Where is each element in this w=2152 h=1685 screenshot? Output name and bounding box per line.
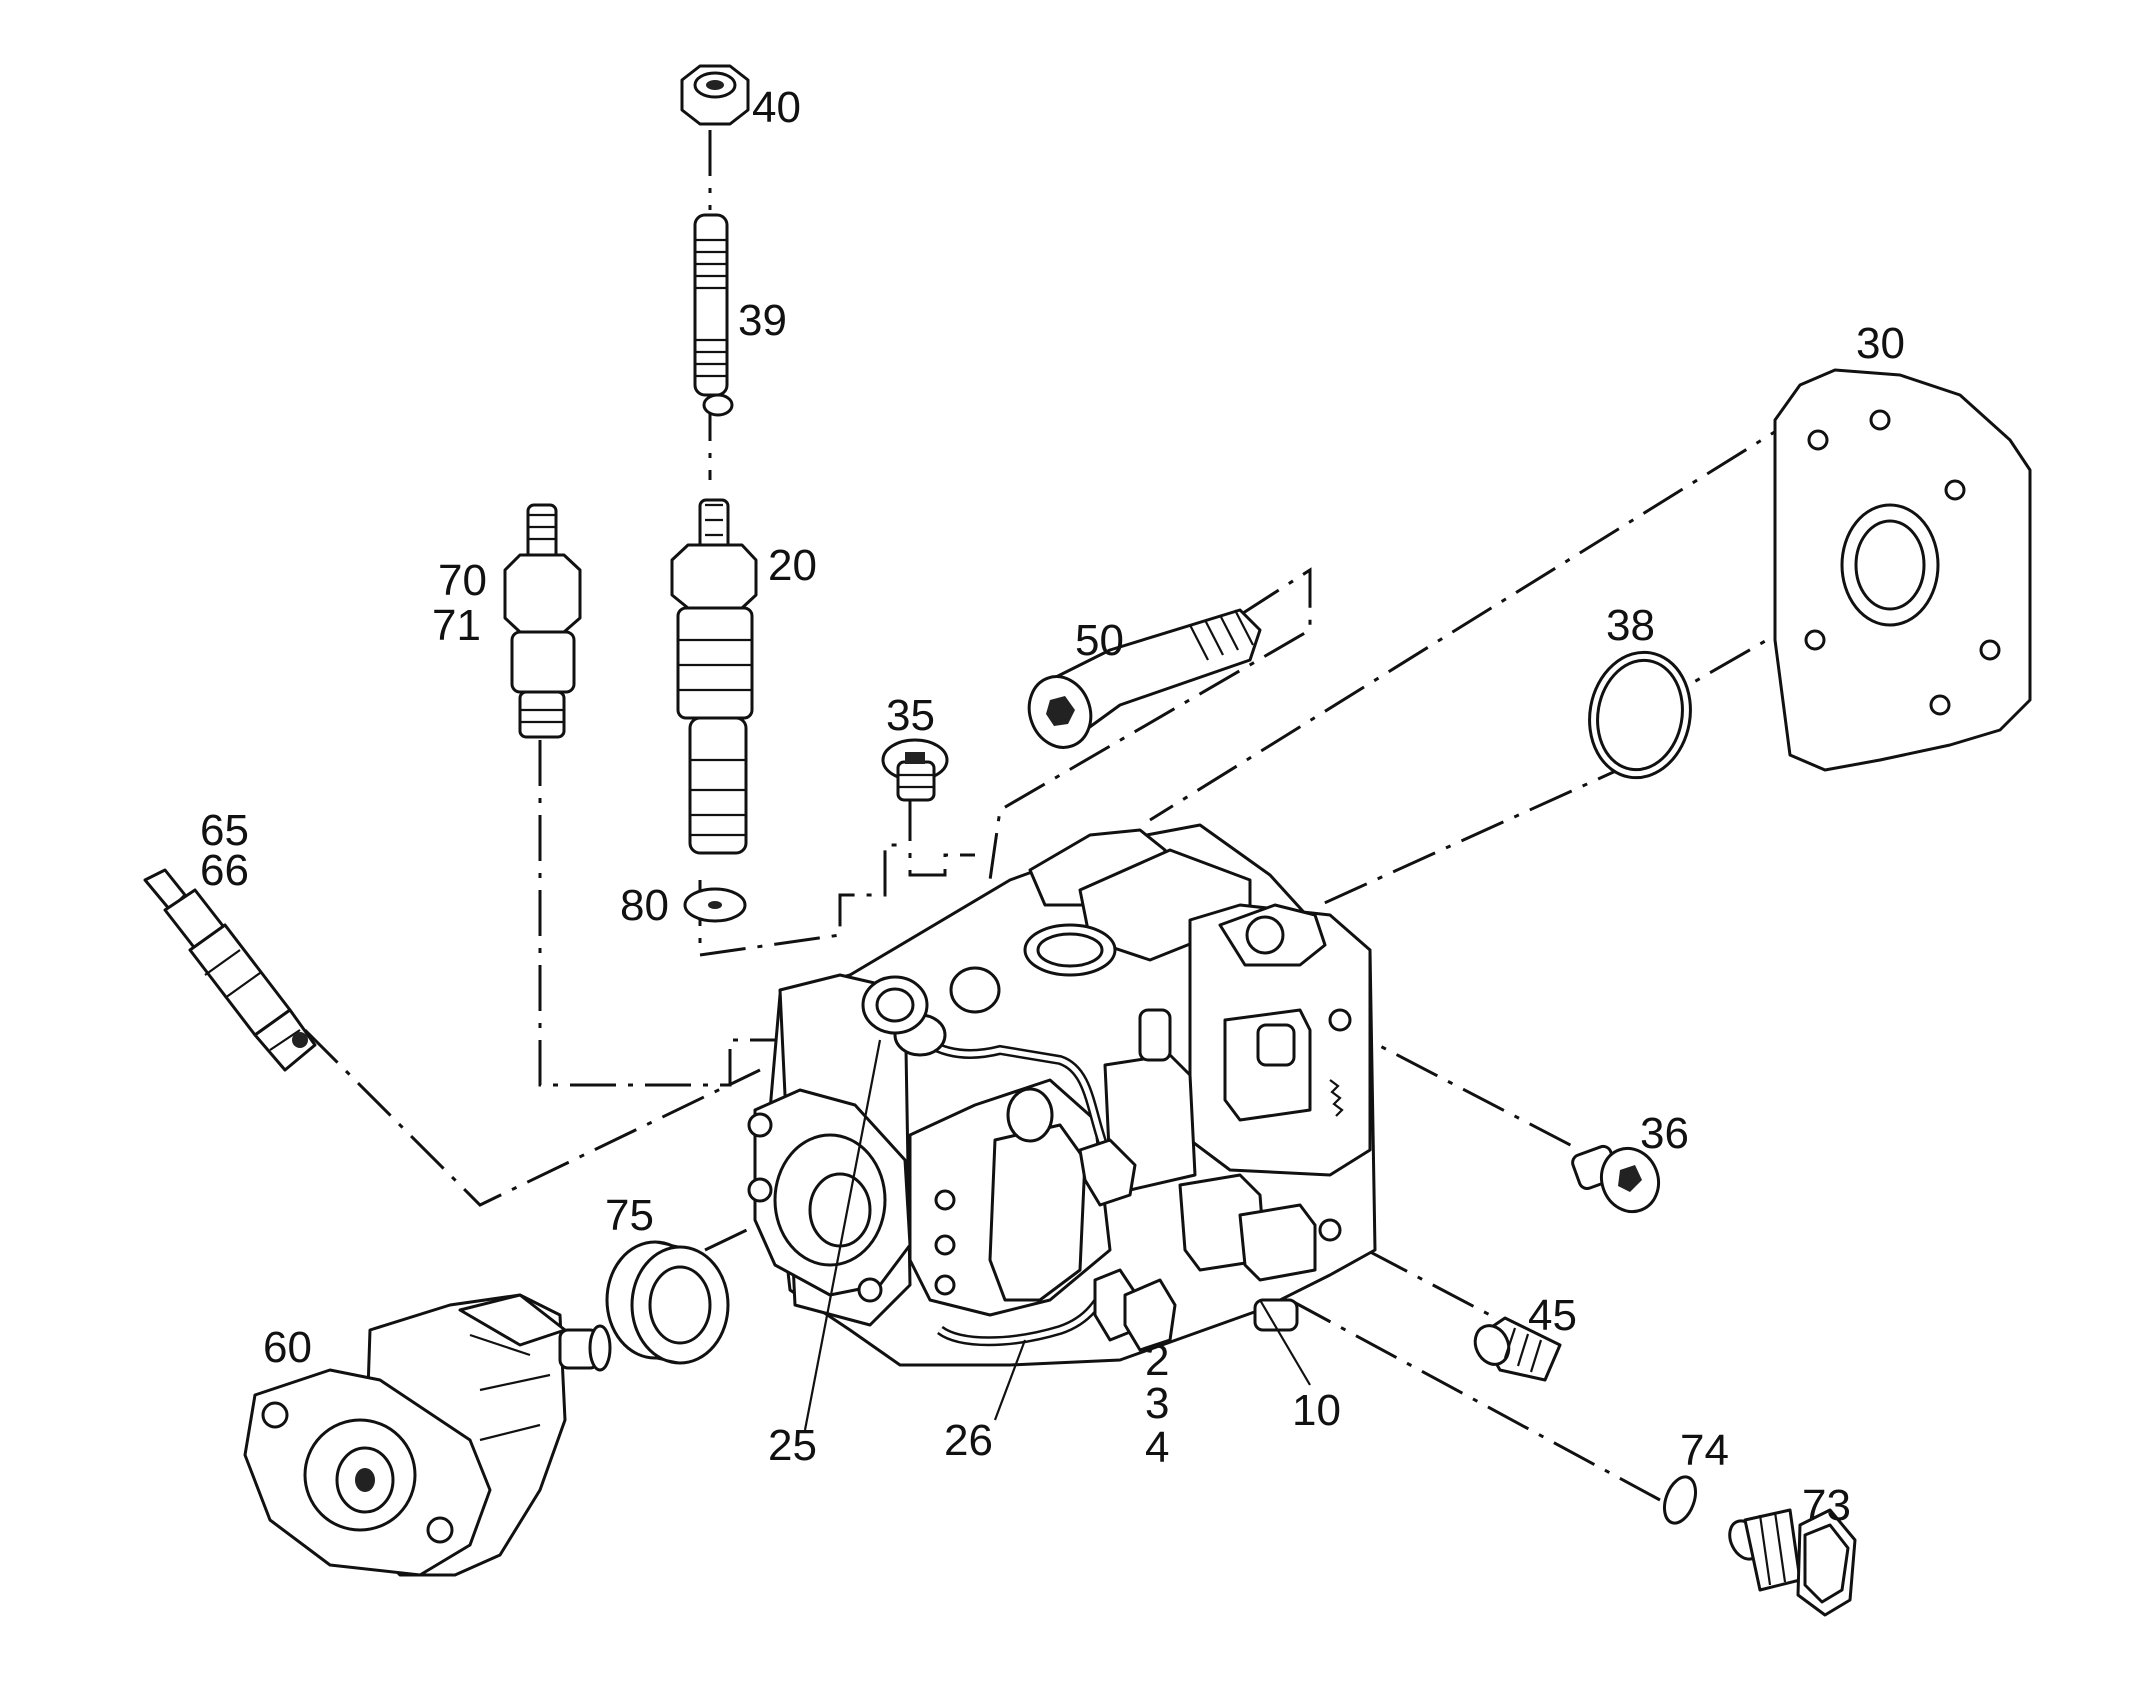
label-38: 38 xyxy=(1606,601,1655,650)
label-45: 45 xyxy=(1528,1291,1577,1340)
cartridge-valve-20-part xyxy=(670,498,758,855)
label-40: 40 xyxy=(752,83,801,132)
label-73: 73 xyxy=(1802,1481,1851,1530)
valve-65-66-part xyxy=(143,868,317,1072)
plug-35-part xyxy=(881,738,949,802)
label-70: 70 xyxy=(438,556,487,605)
bearing-75-part xyxy=(605,1240,730,1365)
o-ring-74-part xyxy=(1662,1475,1698,1525)
relief-valve-70-71-part xyxy=(503,503,582,739)
label-30: 30 xyxy=(1856,319,1905,368)
label-20: 20 xyxy=(768,541,817,590)
main-pump-housing-part xyxy=(747,823,1377,1367)
part-labels: 40 39 20 70 71 50 30 38 35 65 66 80 36 7… xyxy=(200,83,1905,1530)
label-60: 60 xyxy=(263,1323,312,1372)
cap-screw-50-part xyxy=(1027,608,1262,749)
o-ring-38-part xyxy=(1588,650,1692,780)
set-screw-45-part xyxy=(1473,1316,1562,1382)
label-3: 3 xyxy=(1145,1379,1169,1428)
label-66: 66 xyxy=(200,846,249,895)
label-36: 36 xyxy=(1640,1109,1689,1158)
label-75: 75 xyxy=(605,1191,654,1240)
label-leader-ticks xyxy=(803,1039,1311,1431)
label-65: 65 xyxy=(200,806,249,855)
nut-40-part xyxy=(680,64,750,126)
charge-pump-60-part xyxy=(243,1293,612,1577)
label-39: 39 xyxy=(738,296,787,345)
label-35: 35 xyxy=(886,691,935,740)
label-26: 26 xyxy=(944,1416,993,1465)
plug-36-part xyxy=(1571,1144,1660,1214)
plug-73-part xyxy=(1728,1508,1857,1617)
flange-plate-30-part xyxy=(1773,368,2032,772)
label-71: 71 xyxy=(432,601,481,650)
label-4: 4 xyxy=(1145,1423,1169,1472)
label-80: 80 xyxy=(620,881,669,930)
label-50: 50 xyxy=(1075,616,1124,665)
label-25: 25 xyxy=(768,1421,817,1470)
stud-39-part xyxy=(693,213,734,417)
label-2: 2 xyxy=(1145,1336,1169,1385)
label-10: 10 xyxy=(1292,1386,1341,1435)
washer-80-part xyxy=(683,887,747,923)
label-74: 74 xyxy=(1680,1426,1729,1475)
